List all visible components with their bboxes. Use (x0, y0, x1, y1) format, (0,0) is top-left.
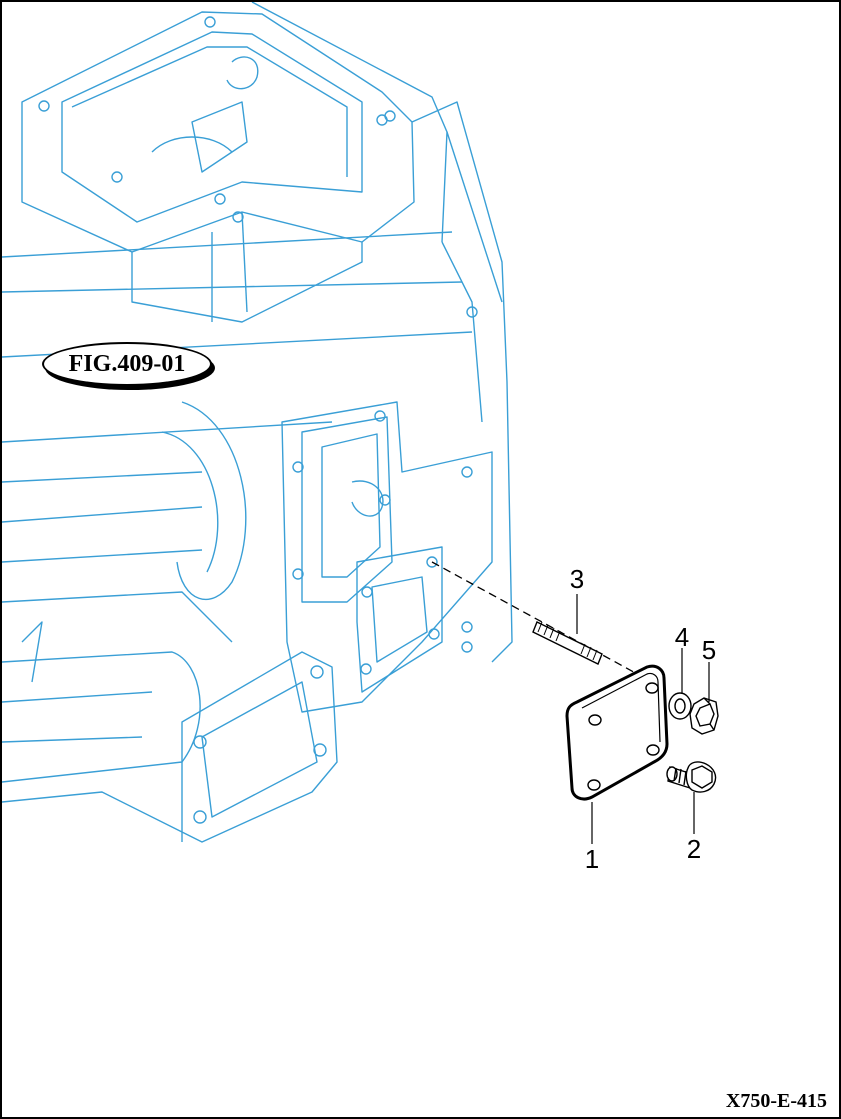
bolt-part-2[interactable] (666, 761, 717, 793)
callout-part-2: 2 (686, 834, 702, 864)
callout-part-1: 1 (584, 844, 600, 874)
drawing-code: X750-E-415 (725, 1090, 827, 1112)
callout-part-4: 4 (674, 622, 690, 652)
nut-part-5[interactable] (689, 697, 719, 735)
callout-part-3: 3 (569, 564, 585, 594)
washer-part-4[interactable] (668, 692, 692, 720)
callout-part-5: 5 (701, 635, 717, 665)
leader-lines (576, 594, 710, 844)
cover-plate-part-1[interactable] (565, 664, 669, 801)
transmission-housing-outline (2, 2, 513, 843)
stud-part-3[interactable] (532, 621, 603, 665)
assembly-guide-line (431, 561, 653, 683)
figure-reference-link[interactable]: FIG.409-01 (42, 342, 212, 386)
